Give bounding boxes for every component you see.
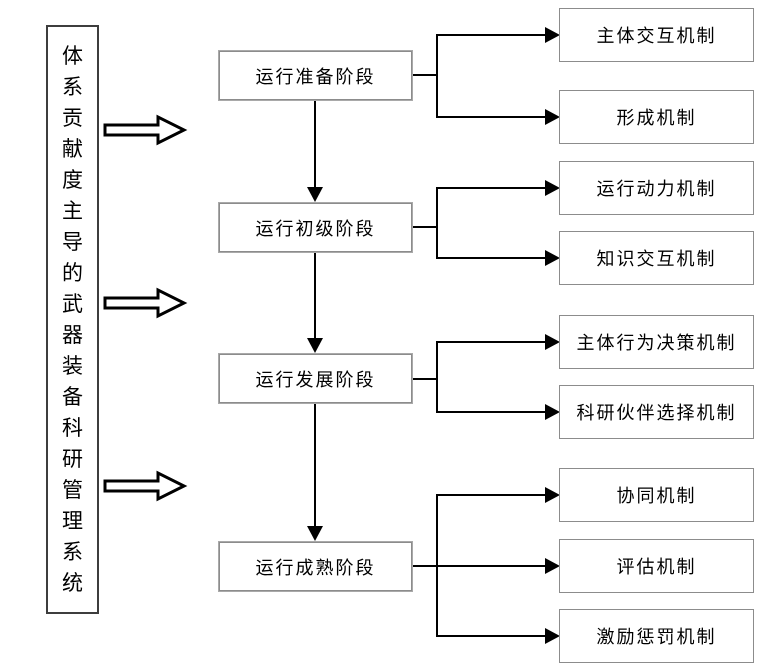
root-system-box: 体 系 贡 献 度 主 导 的 武 器 装 备 科 研 管 理 系 统 bbox=[46, 25, 99, 614]
arrow-down-icon bbox=[307, 338, 323, 353]
connector-line bbox=[436, 187, 438, 259]
mech-label: 知识交互机制 bbox=[596, 249, 717, 269]
connector-line bbox=[436, 187, 546, 189]
stage-label: 运行准备阶段 bbox=[255, 66, 376, 87]
arrow-right-icon bbox=[545, 334, 560, 350]
mech-box-evaluation: 评估机制 bbox=[559, 539, 754, 593]
connector-line bbox=[413, 378, 437, 380]
block-arrow-icon bbox=[103, 470, 188, 502]
arrow-down-icon bbox=[307, 526, 323, 541]
mech-label: 主体行为决策机制 bbox=[576, 333, 737, 353]
arrow-right-icon bbox=[545, 250, 560, 266]
connector-line bbox=[314, 404, 316, 528]
connector-line bbox=[436, 411, 546, 413]
arrow-right-icon bbox=[545, 109, 560, 125]
mech-label: 主体交互机制 bbox=[596, 26, 717, 46]
mech-box-subject-interaction: 主体交互机制 bbox=[559, 8, 754, 62]
mech-label: 运行动力机制 bbox=[596, 179, 717, 199]
mech-box-incentive-punishment: 激励惩罚机制 bbox=[559, 609, 754, 663]
connector-line bbox=[436, 341, 546, 343]
connector-line bbox=[314, 101, 316, 190]
mech-box-collaboration: 协同机制 bbox=[559, 468, 754, 522]
connector-line bbox=[436, 116, 546, 118]
root-system-label: 体 系 贡 献 度 主 导 的 武 器 装 备 科 研 管 理 系 统 bbox=[62, 43, 83, 595]
arrow-right-icon bbox=[545, 27, 560, 43]
arrow-right-icon bbox=[545, 558, 560, 574]
arrow-right-icon bbox=[545, 404, 560, 420]
block-arrow-icon bbox=[103, 287, 188, 319]
mech-box-partner-selection: 科研伙伴选择机制 bbox=[559, 385, 754, 439]
mech-label: 形成机制 bbox=[616, 108, 697, 128]
arrow-right-icon bbox=[545, 487, 560, 503]
connector-line bbox=[436, 34, 438, 118]
mech-label: 协同机制 bbox=[616, 486, 697, 506]
connector-line bbox=[436, 257, 546, 259]
mech-box-knowledge-interaction: 知识交互机制 bbox=[559, 231, 754, 285]
mech-label: 科研伙伴选择机制 bbox=[576, 403, 737, 423]
connector-line bbox=[314, 253, 316, 341]
stage-label: 运行成熟阶段 bbox=[255, 557, 376, 578]
arrow-right-icon bbox=[545, 628, 560, 644]
stage-label: 运行发展阶段 bbox=[255, 369, 376, 390]
stage-box-development: 运行发展阶段 bbox=[218, 353, 413, 404]
connector-line bbox=[413, 565, 437, 567]
connector-line bbox=[413, 74, 437, 76]
arrow-down-icon bbox=[307, 187, 323, 202]
stage-label: 运行初级阶段 bbox=[255, 218, 376, 239]
connector-line bbox=[436, 341, 438, 413]
stage-box-primary: 运行初级阶段 bbox=[218, 202, 413, 253]
arrow-right-icon bbox=[545, 180, 560, 196]
connector-line bbox=[413, 226, 437, 228]
connector-line bbox=[436, 565, 546, 567]
mech-box-formation: 形成机制 bbox=[559, 90, 754, 144]
mech-label: 评估机制 bbox=[616, 557, 697, 577]
mech-box-operation-power: 运行动力机制 bbox=[559, 161, 754, 215]
stage-box-preparation: 运行准备阶段 bbox=[218, 50, 413, 101]
stage-box-maturity: 运行成熟阶段 bbox=[218, 541, 413, 592]
block-arrow-icon bbox=[103, 114, 188, 146]
mech-label: 激励惩罚机制 bbox=[596, 627, 717, 647]
connector-line bbox=[436, 494, 546, 496]
connector-line bbox=[436, 34, 546, 36]
connector-line bbox=[436, 635, 546, 637]
mech-box-behavior-decision: 主体行为决策机制 bbox=[559, 315, 754, 369]
